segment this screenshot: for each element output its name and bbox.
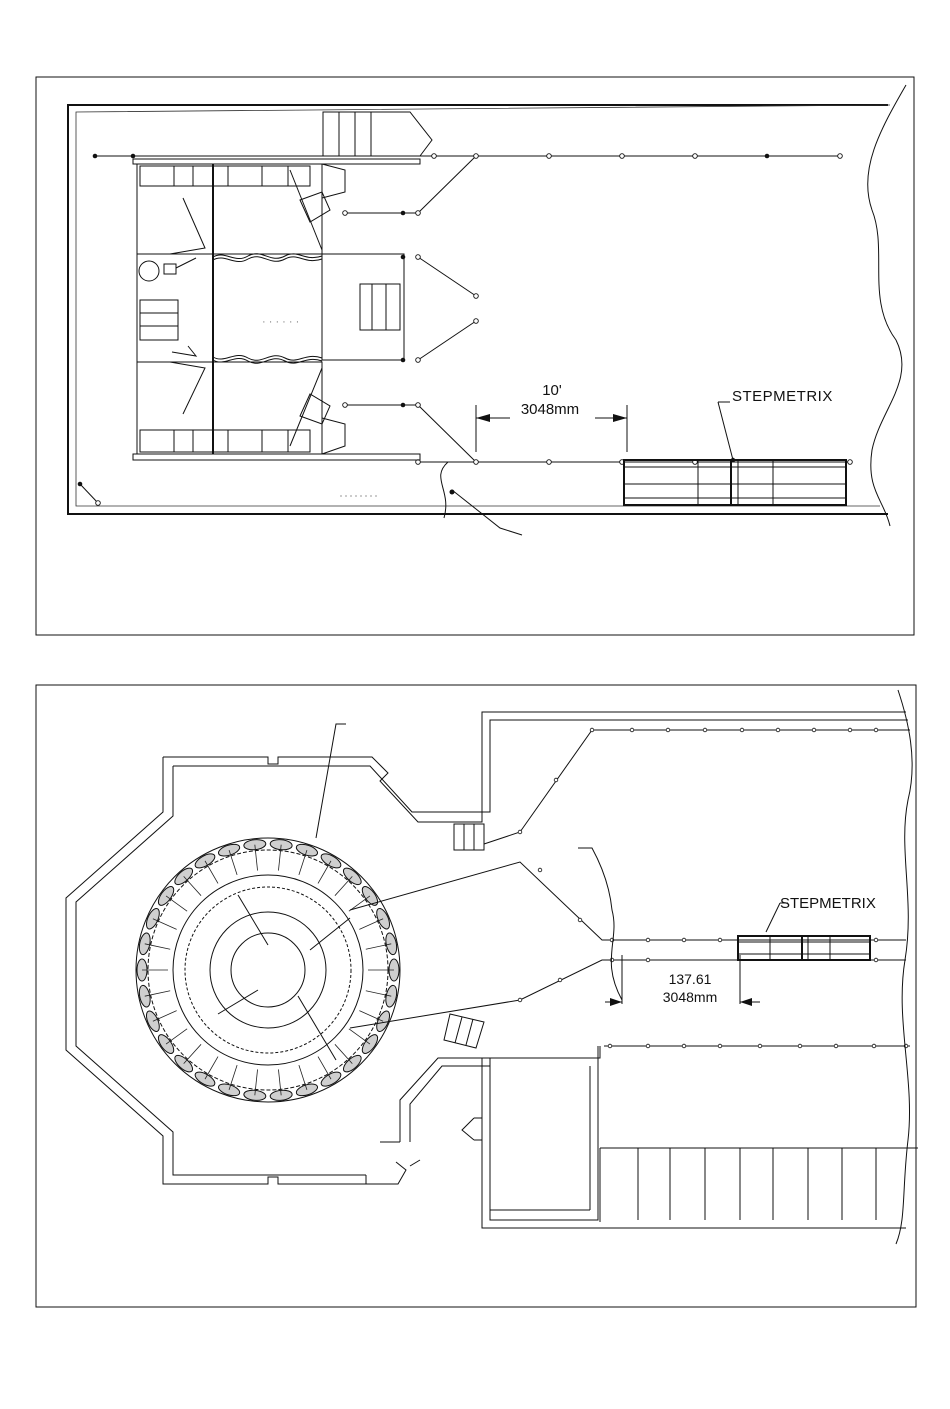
rail-post — [666, 728, 670, 732]
rail-post — [776, 728, 780, 732]
carousel-pole — [184, 876, 201, 895]
rail-post — [682, 1044, 686, 1048]
bottom-stepmetrix-label: STEPMETRIX — [780, 895, 876, 912]
rail-post — [812, 728, 816, 732]
bottom-panel-frame — [36, 685, 916, 1307]
top-stepmetrix-label: STEPMETRIX — [732, 388, 833, 405]
rail-post — [538, 868, 542, 872]
bottom-dimension: 137.61 3048mm — [605, 955, 760, 1006]
bottom-floor-plan: 137.61 3048mm STEPMETRIX — [36, 685, 918, 1307]
rail-post — [646, 938, 650, 942]
rail-post — [872, 1044, 876, 1048]
top-vehicle-block: · · · · · · — [133, 159, 420, 460]
carousel-pole — [335, 876, 352, 895]
svg-text:· · · · · ·: · · · · · · — [262, 316, 299, 328]
rail-post — [834, 1044, 838, 1048]
bottom-stepmetrix-mat: STEPMETRIX — [738, 895, 876, 960]
rail-post — [518, 998, 522, 1002]
carousel-pole — [166, 1029, 187, 1044]
rail-post — [608, 1044, 612, 1048]
rail-post — [646, 1044, 650, 1048]
rail-post — [558, 978, 562, 982]
bottom-rails — [350, 730, 910, 1046]
carousel-pole — [359, 919, 383, 930]
top-break-line — [868, 85, 906, 526]
carousel-pole — [184, 1044, 201, 1063]
rail-post — [758, 1044, 762, 1048]
top-floor-plan: · · · · · · 10' 3048mm STEPMETR — [36, 77, 914, 635]
top-stepmetrix-mat: STEPMETRIX — [624, 388, 846, 505]
carousel-pole — [166, 896, 187, 911]
rail-post — [798, 1044, 802, 1048]
rail-post — [874, 728, 878, 732]
top-dimension-feet-label: 10' — [542, 382, 562, 399]
rail-post — [610, 958, 614, 962]
carousel-pole — [153, 1011, 177, 1022]
carousel-horses — [137, 839, 399, 1102]
bottom-stairs — [444, 824, 484, 1048]
top-dimension: 10' 3048mm — [476, 382, 627, 452]
rail-post — [874, 958, 878, 962]
rail-post — [848, 728, 852, 732]
octagon-room-walls — [66, 712, 908, 1228]
rail-post — [703, 728, 707, 732]
top-panel-frame — [36, 77, 914, 635]
top-rails — [80, 156, 850, 503]
carousel-pole — [349, 1029, 370, 1044]
rail-post — [682, 938, 686, 942]
carousel-pole — [359, 1011, 383, 1022]
rail-post — [578, 918, 582, 922]
rail-post — [646, 958, 650, 962]
rail-post — [874, 938, 878, 942]
carousel-pole — [153, 919, 177, 930]
top-stair — [323, 112, 432, 156]
rail-post — [630, 728, 634, 732]
rail-post — [518, 830, 522, 834]
rail-post — [554, 778, 558, 782]
rail-post — [590, 728, 594, 732]
rail-post — [740, 728, 744, 732]
bottom-dimension-value-label: 137.61 — [669, 971, 712, 987]
carousel-pole — [335, 1044, 352, 1063]
bottom-dimension-mm-label: 3048mm — [663, 989, 717, 1005]
bottom-stall-bays — [600, 1148, 918, 1222]
top-rail-posts — [78, 154, 853, 506]
rail-post — [718, 938, 722, 942]
rail-post — [718, 1044, 722, 1048]
top-dimension-mm-label: 3048mm — [521, 401, 579, 418]
carousel — [136, 838, 400, 1102]
